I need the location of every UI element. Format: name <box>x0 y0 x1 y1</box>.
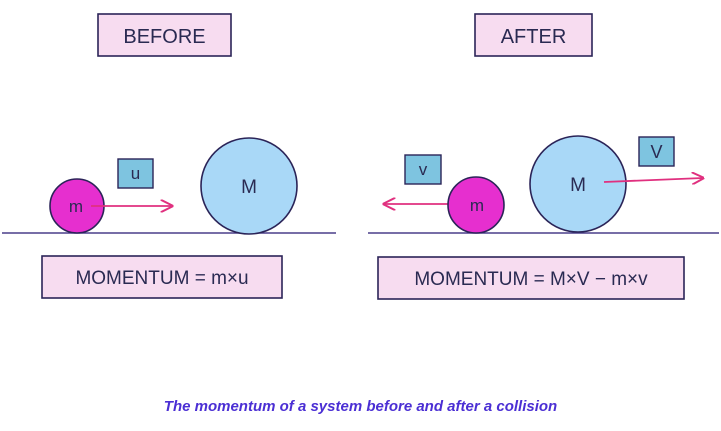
after-label: AFTER <box>501 26 567 48</box>
before-panel: BEFORE m u M MOMENTUM = m×u <box>2 13 336 299</box>
after-small-ball-label: m <box>470 196 484 215</box>
after-equation: MOMENTUM = M×V − m×v <box>414 269 648 290</box>
after-equation-box <box>377 256 685 300</box>
after-large-velocity-arrow <box>603 178 703 182</box>
figure-caption: The momentum of a system before and afte… <box>163 398 558 415</box>
before-velocity-label: u <box>131 164 140 183</box>
before-small-ball-label: m <box>69 197 83 216</box>
after-small-velocity-box <box>404 154 442 185</box>
after-large-velocity-label: V <box>650 142 662 162</box>
after-panel: AFTER m v M V MOMENTUM = M×V − m×v <box>368 13 719 300</box>
before-equation-box <box>41 255 283 299</box>
before-equation: MOMENTUM = m×u <box>75 268 248 289</box>
before-large-ball <box>200 137 298 235</box>
after-small-velocity-label: v <box>419 160 428 179</box>
after-small-ball <box>447 176 505 234</box>
after-large-velocity-box <box>638 136 675 167</box>
before-velocity-box <box>117 158 154 189</box>
after-large-ball-label: M <box>570 175 586 196</box>
before-large-ball-label: M <box>241 177 257 198</box>
before-label-box <box>97 13 232 57</box>
after-large-ball <box>529 135 627 233</box>
after-label-box <box>474 13 593 57</box>
before-label: BEFORE <box>123 26 205 48</box>
